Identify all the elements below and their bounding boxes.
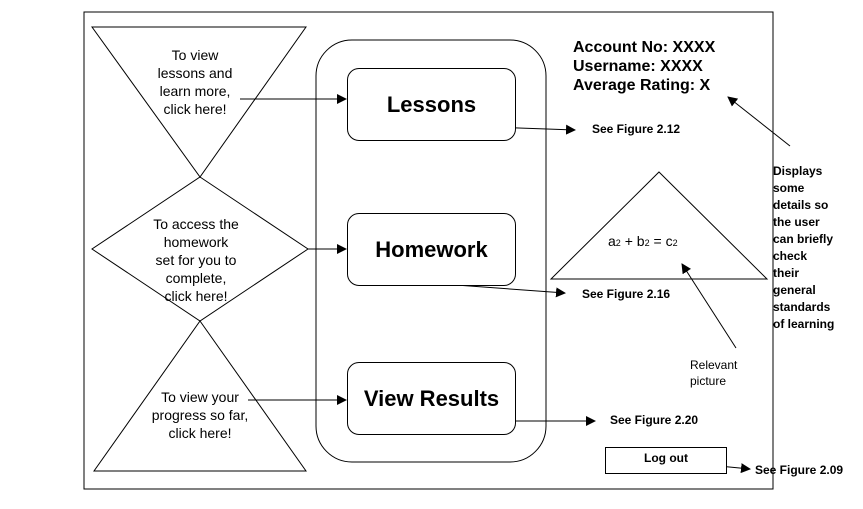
formula-plus: +: [620, 233, 637, 249]
picture-annotation: Relevant picture: [690, 358, 738, 388]
homework-figure-ref: See Figure 2.16: [582, 287, 671, 301]
results-figure-ref: See Figure 2.20: [610, 413, 699, 427]
picture-triangle: [549, 171, 769, 280]
results-hint-text: To view your progress so far, click here…: [151, 389, 249, 441]
formula-c: c: [665, 233, 673, 249]
logout-button[interactable]: Log out: [605, 447, 727, 474]
username: Username: XXXX: [573, 58, 703, 75]
homework-hint-text: To access the homework set for you to co…: [153, 216, 239, 304]
details-note-arrow: [727, 96, 791, 147]
formula-b: b: [636, 233, 645, 249]
lessons-button[interactable]: Lessons: [347, 68, 516, 141]
average-rating: Average Rating: X: [573, 77, 711, 94]
homework-figure-arrow: [455, 284, 566, 298]
formula-text: a2 + b2 = c2: [608, 233, 678, 249]
lessons-figure-ref: See Figure 2.12: [592, 122, 681, 136]
menu-container: [315, 39, 547, 463]
view-results-button[interactable]: View Results: [347, 362, 516, 435]
account-details: Account No: XXXX Username: XXXX Average …: [573, 38, 715, 95]
logout-figure-ref: See Figure 2.09: [755, 463, 844, 477]
formula-a-exp: 2: [615, 238, 621, 248]
homework-button[interactable]: Homework: [347, 213, 516, 286]
lessons-hint-text: To view lessons and learn more, click he…: [157, 47, 233, 117]
page-frame: [83, 11, 774, 490]
formula-c-exp: 2: [672, 238, 678, 248]
formula-b-exp: 2: [644, 238, 650, 248]
formula-equals: =: [649, 233, 666, 249]
account-number: Account No: XXXX: [573, 39, 716, 56]
formula-a: a: [608, 233, 616, 249]
lessons-hint-triangle: [91, 26, 307, 178]
picture-note-arrow: [681, 263, 737, 349]
results-hint-triangle: [93, 320, 307, 472]
details-annotation: Displays some details so the user can br…: [773, 164, 835, 331]
